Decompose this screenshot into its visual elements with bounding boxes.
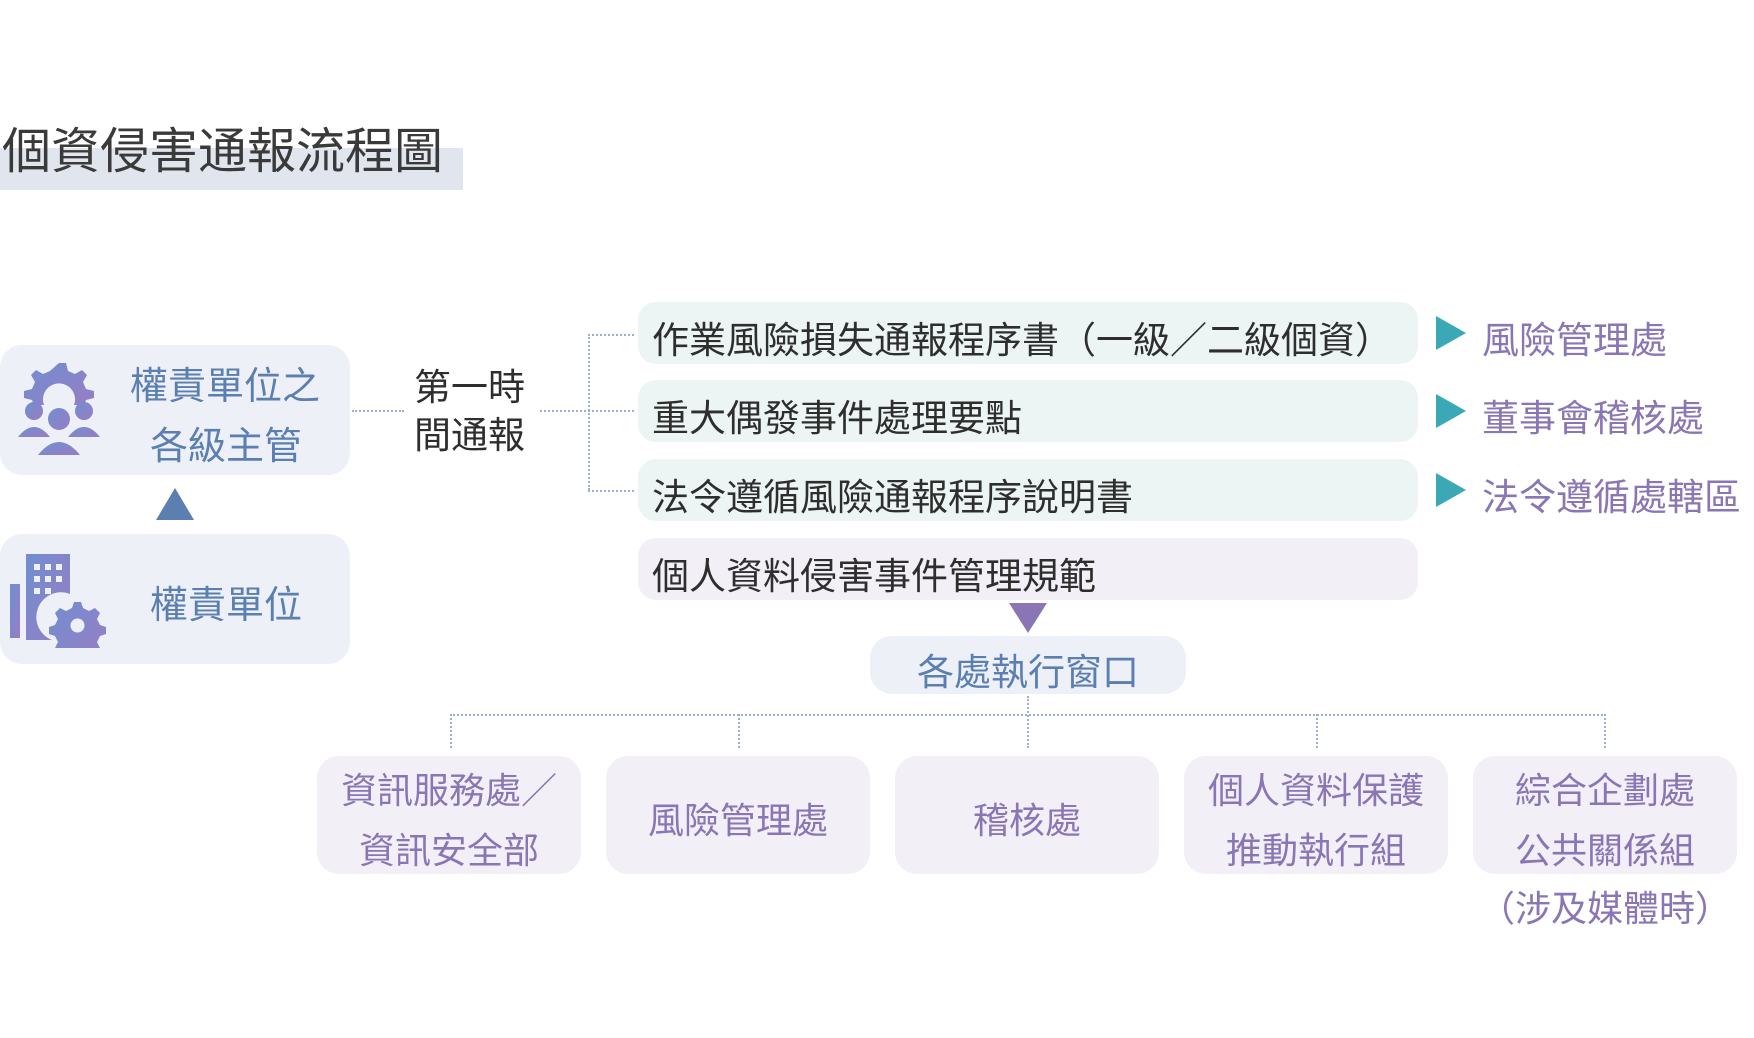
arrow-right-1	[1436, 316, 1466, 350]
department-5-line1: 綜合企劃處	[1514, 771, 1695, 812]
document-2-label: 重大偶發事件處理要點	[652, 397, 1022, 440]
connector-docs-vertical	[588, 334, 590, 490]
connector-doc1	[588, 334, 634, 336]
window-label: 各處執行窗口	[917, 651, 1139, 694]
destination-3: 法令遵循處轄區	[1482, 476, 1741, 519]
supervisor-line2: 各級主管	[150, 424, 303, 468]
destination-2: 董事會稽核處	[1482, 397, 1704, 440]
department-2-line1: 風險管理處	[647, 801, 828, 842]
page-title: 個資侵害通報流程圖	[2, 123, 444, 180]
title-underline-bar	[0, 148, 463, 190]
department-5-note: （涉及媒體時）	[1478, 889, 1731, 930]
connector-supervisor-report	[352, 410, 404, 412]
up-arrow	[156, 488, 194, 520]
department-2-box: 風險管理處	[606, 756, 870, 874]
building-gear-icon	[10, 554, 106, 648]
connector-branch-horizontal	[450, 714, 1606, 716]
document-3-box: 法令遵循風險通報程序說明書	[638, 459, 1418, 521]
department-1-line2: 資訊安全部	[358, 831, 539, 872]
department-1-box: 資訊服務處／ 資訊安全部	[317, 756, 581, 874]
department-3-line1: 稽核處	[972, 801, 1081, 842]
department-1-line1: 資訊服務處／	[340, 771, 557, 812]
supervisor-box: 權責單位之 各級主管	[0, 345, 350, 475]
arrow-right-2	[1436, 394, 1466, 428]
department-4-line2: 推動執行組	[1225, 831, 1406, 872]
document-4-box: 個人資料侵害事件管理規範	[638, 538, 1418, 600]
document-3-label: 法令遵循風險通報程序說明書	[652, 476, 1133, 519]
connector-branch-4	[1316, 714, 1318, 748]
department-3-box: 稽核處	[895, 756, 1159, 874]
people-gear-icon	[18, 363, 100, 455]
department-5-line2: 公共關係組	[1514, 831, 1695, 872]
connector-doc3	[588, 490, 634, 492]
arrow-right-3	[1436, 473, 1466, 507]
supervisor-line1: 權責單位之	[130, 364, 321, 408]
connector-report-docs	[540, 410, 634, 412]
unit-box: 權責單位	[0, 534, 350, 664]
destination-1: 風險管理處	[1482, 319, 1667, 362]
first-report-label: 第一時 間通報	[414, 364, 525, 460]
department-4-line1: 個人資料保護	[1207, 771, 1424, 812]
first-report-line2: 間通報	[414, 414, 525, 457]
connector-branch-1	[450, 714, 452, 748]
document-1-label: 作業風險損失通報程序書（一級／二級個資）	[652, 319, 1392, 362]
connector-branch-5	[1604, 714, 1606, 748]
title-block: 個資侵害通報流程圖	[0, 106, 463, 190]
document-1-box: 作業風險損失通報程序書（一級／二級個資）	[638, 302, 1418, 364]
unit-label: 權責單位	[150, 583, 303, 627]
down-arrow	[1009, 603, 1047, 633]
window-box: 各處執行窗口	[870, 636, 1186, 694]
connector-branch-2	[738, 714, 740, 748]
department-4-box: 個人資料保護 推動執行組	[1184, 756, 1448, 874]
document-4-label: 個人資料侵害事件管理規範	[652, 555, 1096, 598]
document-2-box: 重大偶發事件處理要點	[638, 380, 1418, 442]
first-report-line1: 第一時	[414, 366, 525, 409]
department-5-box: 綜合企劃處 公共關係組	[1473, 756, 1737, 874]
connector-window-down	[1027, 696, 1029, 748]
